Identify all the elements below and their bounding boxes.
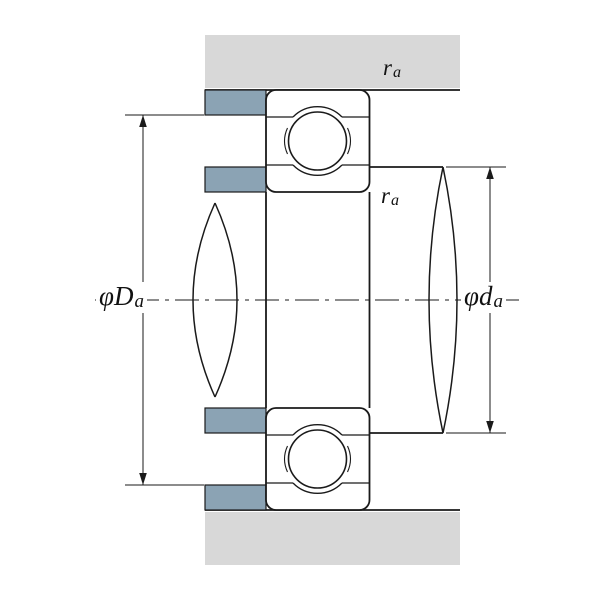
label-fillet-radius-shaft: ra [381, 183, 399, 210]
diameter-symbol: D [113, 281, 134, 311]
housing-block-top [205, 35, 460, 88]
outer-raceway-groove-top [292, 106, 343, 118]
phi-symbol: φ [464, 281, 479, 311]
radius-symbol: r [381, 183, 390, 208]
label-housing-shoulder-diameter: φDa [96, 281, 147, 314]
arrowhead-Da-bottom [139, 473, 147, 485]
label-fillet-radius-housing: ra [383, 55, 401, 82]
bearing-section-bottom [265, 407, 371, 511]
ball-bottom [287, 429, 348, 489]
radius-symbol: r [383, 55, 392, 80]
arrowhead-Da-top [139, 115, 147, 127]
cage-section-bottom [283, 445, 352, 473]
extension-lines-da [446, 166, 506, 434]
ball-top [287, 111, 348, 171]
shaft-shoulder-top [204, 166, 267, 193]
phi-symbol: φ [99, 281, 114, 311]
housing-shoulder-top [204, 89, 267, 116]
arrowhead-da-bottom [486, 421, 494, 433]
housing-shoulder-bottom [204, 484, 267, 511]
cage-section-top [283, 127, 352, 155]
radius-subscript: a [390, 191, 399, 209]
housing-block-bottom [205, 512, 460, 565]
shaft-shoulder-bottom [204, 407, 267, 434]
diameter-subscript: a [134, 291, 144, 313]
radius-subscript: a [392, 63, 401, 81]
bearing-section-top [265, 89, 371, 193]
inner-raceway-groove-bottom [292, 424, 343, 436]
outer-raceway-groove-bottom [292, 482, 343, 494]
arrowhead-da-top [486, 167, 494, 179]
extension-lines-Da [125, 114, 204, 486]
diameter-subscript: a [493, 291, 503, 313]
diameter-symbol: d [478, 281, 493, 311]
label-shaft-shoulder-diameter: φda [461, 281, 506, 314]
inner-raceway-groove-top [292, 164, 343, 176]
